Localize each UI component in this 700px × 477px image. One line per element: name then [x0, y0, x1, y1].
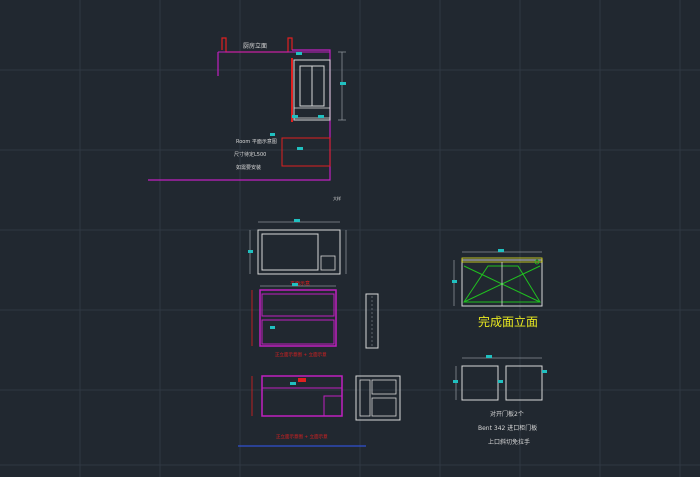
- top-plan-drawing: [148, 37, 346, 181]
- plan-view-drawing: [248, 219, 347, 275]
- room-note-line2: 尺寸待定L500: [234, 151, 266, 158]
- door-detail-drawing: [453, 355, 547, 401]
- bottom-elevation-drawing: [238, 375, 401, 447]
- bottom-caption: 正立面示意图 + 立面示意: [276, 433, 328, 440]
- top-room-label: 厨房立面: [243, 42, 267, 50]
- room-note-line1: Room 平面示意图: [236, 138, 277, 145]
- room-note-line3: 如需要安装: [236, 164, 261, 171]
- center-small-label: 大样: [333, 195, 341, 201]
- door-note-line1: 对开门板2个: [490, 410, 524, 418]
- right-elevation-drawing: [452, 249, 543, 307]
- door-note-line3: 上口斜切免拉手: [488, 438, 530, 446]
- elevation-title: 完成面立面: [478, 314, 538, 329]
- plan-caption: 平面示意: [290, 280, 310, 287]
- front-elevation-drawing: [251, 283, 379, 349]
- door-note-line2: Bent 342 进口柜门板: [478, 424, 537, 432]
- front-caption: 正立面示意图 + 立面示意: [275, 351, 327, 358]
